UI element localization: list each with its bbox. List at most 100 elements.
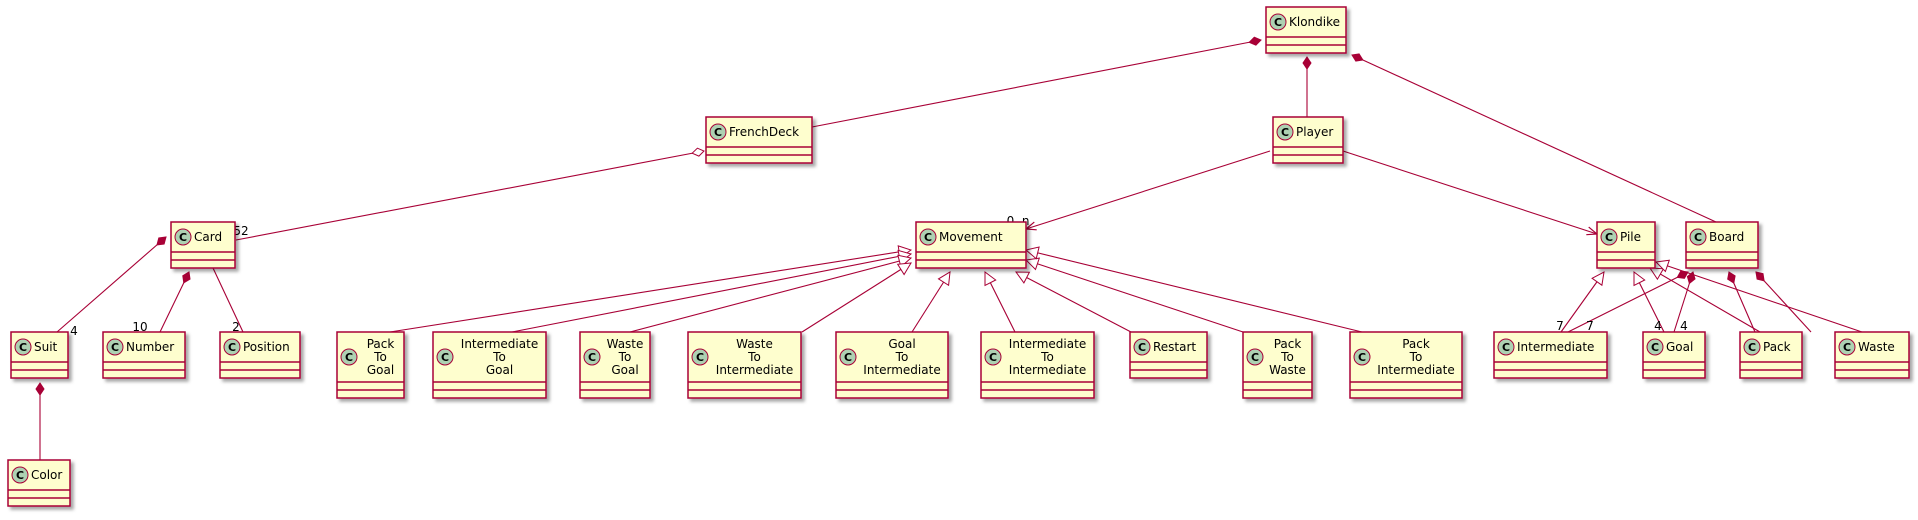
class-name-line: Pack bbox=[1402, 337, 1430, 351]
class-badge-icon: C bbox=[14, 338, 32, 356]
svg-text:C: C bbox=[1694, 231, 1702, 244]
class-box bbox=[10, 331, 69, 379]
composition-diamond-icon bbox=[1248, 36, 1262, 46]
multiplicity-label: 4 bbox=[1680, 319, 1688, 333]
class-name-line: Waste bbox=[1269, 363, 1306, 377]
relation-movement-waste-to-intermediate bbox=[801, 262, 912, 333]
class-badge-icon: C bbox=[583, 348, 601, 366]
relation-board-waste bbox=[1755, 271, 1812, 333]
relation-line bbox=[1025, 249, 1363, 333]
class-badge-icon: C bbox=[1497, 338, 1515, 356]
class-box bbox=[980, 331, 1095, 399]
class-name-line: Pack bbox=[1274, 337, 1302, 351]
relation-movement-pack-to-waste bbox=[1024, 257, 1244, 333]
class-badge-icon: C bbox=[1600, 228, 1618, 246]
relation-line bbox=[1025, 150, 1271, 230]
class-name-line: Movement bbox=[939, 230, 1003, 244]
class-badge-icon: C bbox=[1743, 338, 1761, 356]
relation-klondike-frenchdeck bbox=[811, 36, 1262, 128]
relation-line bbox=[1025, 259, 1244, 333]
svg-text:C: C bbox=[1651, 341, 1659, 354]
class-box bbox=[915, 221, 1027, 269]
svg-text:C: C bbox=[588, 351, 596, 364]
class-badge-icon: C bbox=[340, 348, 358, 366]
relation-board-intermediate: 7 bbox=[1567, 270, 1689, 333]
inheritance-triangle-icon bbox=[984, 271, 997, 287]
inheritance-triangle-icon bbox=[1649, 267, 1665, 281]
class-name-line: Intermediate bbox=[1517, 340, 1594, 354]
relation-pile-intermediate: 7 bbox=[1556, 271, 1605, 333]
class-goal[interactable]: C Goal bbox=[1642, 331, 1706, 379]
class-badge-icon: C bbox=[1838, 338, 1856, 356]
relation-player-movement: 0..n bbox=[1007, 150, 1271, 231]
class-badge-icon: C bbox=[1353, 348, 1371, 366]
svg-text:C: C bbox=[696, 351, 704, 364]
class-name-line: Color bbox=[31, 468, 62, 482]
relation-player-pile bbox=[1342, 150, 1599, 236]
svg-text:C: C bbox=[1605, 231, 1613, 244]
composition-diamond-icon bbox=[1351, 53, 1364, 62]
class-badge-icon: C bbox=[691, 348, 709, 366]
svg-text:C: C bbox=[179, 231, 187, 244]
svg-text:C: C bbox=[345, 351, 353, 364]
relation-line bbox=[629, 257, 912, 333]
class-box bbox=[432, 331, 547, 399]
class-box bbox=[1349, 331, 1463, 399]
class-name-line: Klondike bbox=[1289, 15, 1340, 29]
svg-text:C: C bbox=[1281, 126, 1289, 139]
class-name-line: To bbox=[373, 350, 387, 364]
class-name-line: Goal bbox=[1666, 340, 1693, 354]
relation-line bbox=[1015, 271, 1132, 333]
relation-klondike-board bbox=[1351, 53, 1717, 223]
class-name-line: To bbox=[492, 350, 506, 364]
class-name-line: Position bbox=[243, 340, 290, 354]
class-box bbox=[835, 331, 949, 399]
inheritance-triangle-icon bbox=[1015, 271, 1031, 284]
class-badge-icon: C bbox=[223, 338, 241, 356]
class-name-line: Pack bbox=[367, 337, 395, 351]
class-name-line: Waste bbox=[736, 337, 773, 351]
class-name-line: Goal bbox=[888, 337, 915, 351]
class-badge-icon: C bbox=[106, 338, 124, 356]
class-name-line: Waste bbox=[1858, 340, 1895, 354]
class-box bbox=[1596, 221, 1656, 269]
class-name-line: Intermediate bbox=[1009, 363, 1086, 377]
multiplicity-label: 4 bbox=[70, 324, 78, 338]
class-badge-icon: C bbox=[1646, 338, 1664, 356]
svg-text:C: C bbox=[1138, 341, 1146, 354]
relation-line bbox=[801, 262, 912, 333]
class-name-line: Goal bbox=[486, 363, 513, 377]
multiplicity-label: 7 bbox=[1586, 319, 1594, 333]
relation-movement-goal-to-intermediate bbox=[911, 271, 951, 333]
class-name-line: To bbox=[895, 350, 909, 364]
relation-card-number: 10 bbox=[132, 271, 191, 334]
relation-movement-pack-to-goal bbox=[389, 245, 913, 333]
relation-line bbox=[389, 249, 912, 333]
composition-diamond-icon bbox=[1755, 271, 1765, 282]
multiplicity-label: 10 bbox=[132, 320, 147, 334]
